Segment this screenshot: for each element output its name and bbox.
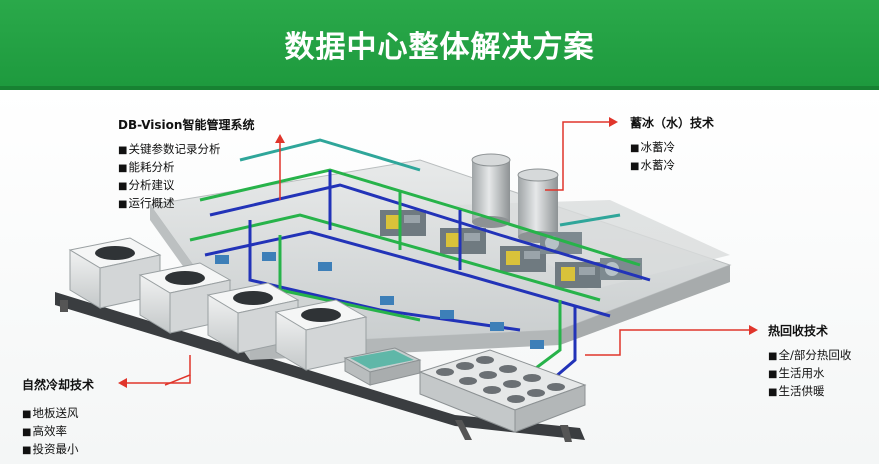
connector-ice (545, 121, 612, 191)
callout-heat: 热回收技术 全/部分热回收 生活用水 生活供暖 (768, 322, 851, 401)
piping-network (189, 138, 651, 392)
callout-natural-item: 地板送风 (22, 405, 94, 423)
callout-heat-item: 全/部分热回收 (768, 347, 851, 365)
pump-units (215, 252, 544, 349)
callout-natural-item: 高效率 (22, 423, 94, 441)
callout-dbvision-item: 关键参数记录分析 (118, 141, 254, 159)
callout-natural-heading: 自然冷却技术 (22, 378, 95, 392)
connector-heat (585, 329, 752, 356)
callout-dbvision-item: 分析建议 (118, 177, 254, 195)
callout-ice-heading: 蓄冰（水）技术 (630, 116, 715, 130)
callout-dbvision-heading: DB-Vision智能管理系统 (118, 118, 255, 132)
connector-natural (164, 355, 191, 386)
page-title: 数据中心整体解决方案 (284, 30, 595, 65)
callout-connectors (118, 117, 758, 388)
callout-dbvision-item: 能耗分析 (118, 159, 254, 177)
callout-dbvision: DB-Vision智能管理系统 关键参数记录分析 能耗分析 分析建议 运行概述 (118, 116, 254, 213)
callout-ice: 蓄冰（水）技术 冰蓄冷 水蓄冷 (630, 114, 714, 175)
callout-ice-item: 冰蓄冷 (630, 139, 714, 157)
callout-heat-heading: 热回收技术 (768, 324, 829, 338)
callout-natural: 自然冷却技术 地板送风 高效率 投资最小 (22, 376, 94, 459)
title-banner: 数据中心整体解决方案 (0, 0, 879, 90)
ice-storage-tanks (471, 153, 559, 243)
callout-natural-item: 投资最小 (22, 441, 94, 459)
callout-dbvision-item: 运行概述 (118, 195, 254, 213)
water-tank (343, 347, 422, 386)
callout-ice-item: 水蓄冷 (630, 157, 714, 175)
callout-heat-item: 生活供暖 (768, 383, 851, 401)
heat-recovery-coolers (418, 349, 587, 433)
callout-heat-item: 生活用水 (768, 365, 851, 383)
